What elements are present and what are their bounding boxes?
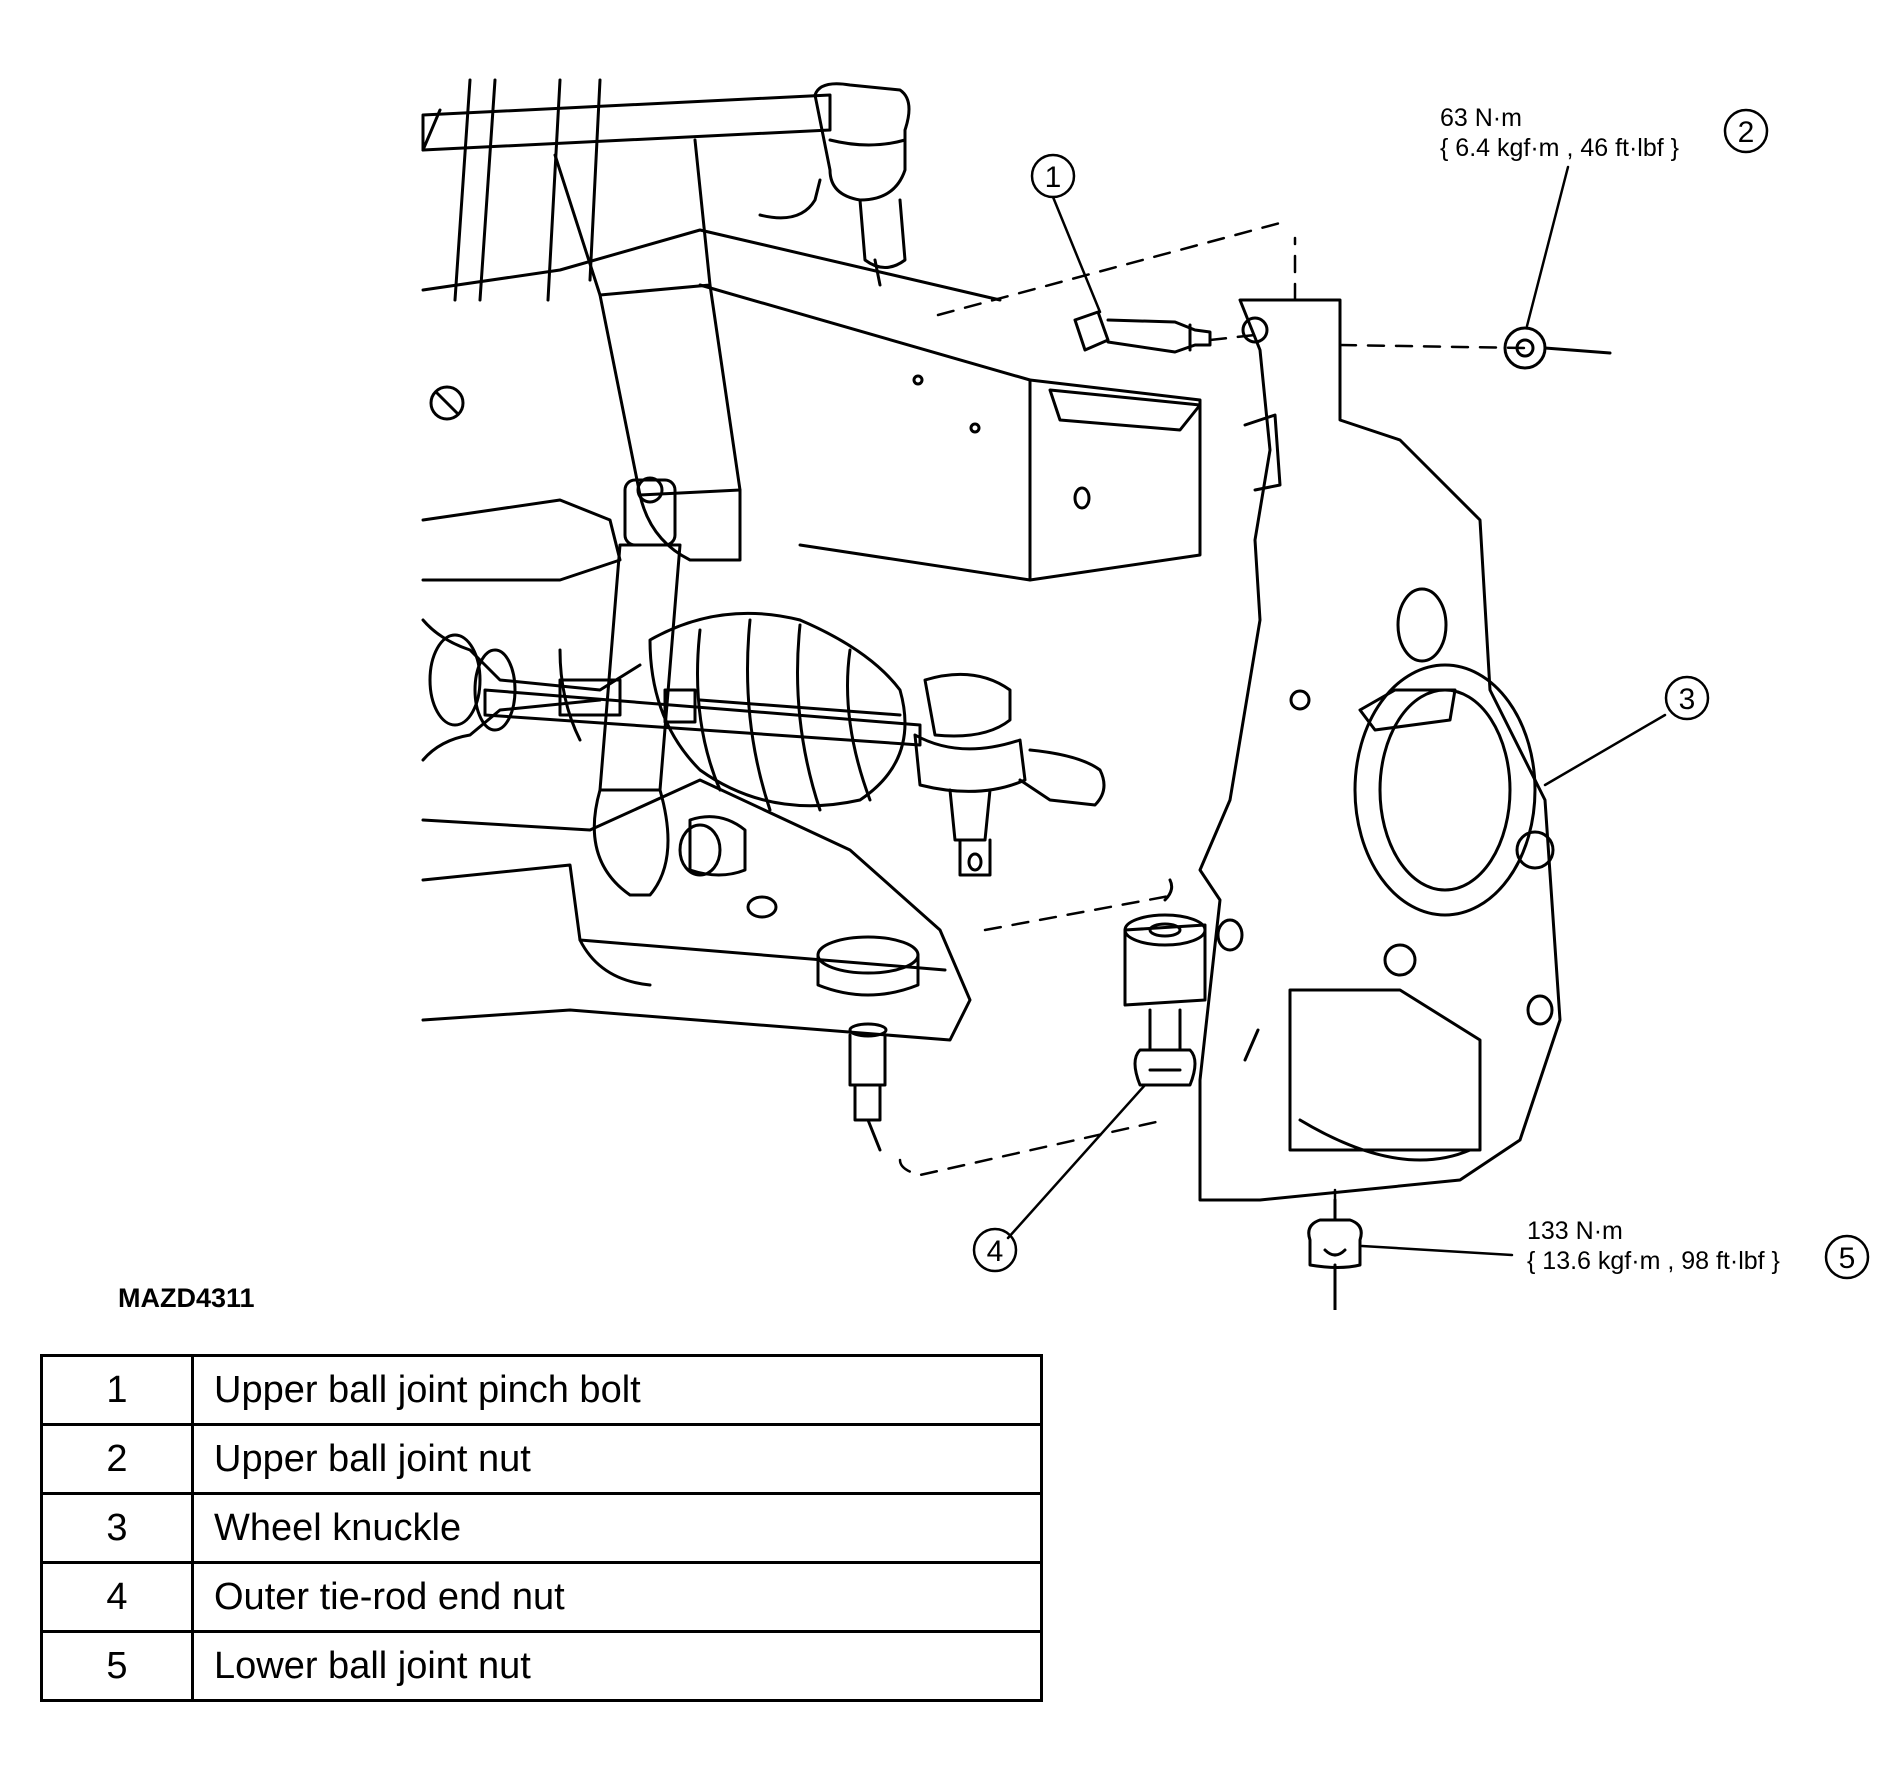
torque-spec-lower-nut: 133 N·m { 13.6 kgf·m , 98 ft·lbf } (1527, 1216, 1780, 1276)
table-row: 1 Upper ball joint pinch bolt (40, 1354, 1043, 1426)
suspension-diagram: 1 2 3 4 5 (421, 78, 1870, 1310)
legend-description: Outer tie-rod end nut (191, 1561, 1043, 1633)
callout-circles (972, 108, 1870, 1280)
legend-number: 3 (40, 1492, 194, 1564)
lower-control-arm (421, 778, 972, 1042)
callout-5-number: 5 (1839, 1242, 1856, 1275)
legend-description: Wheel knuckle (191, 1492, 1043, 1564)
knuckle-boss (1123, 878, 1207, 1087)
torque-spec-lower-nut-converted: { 13.6 kgf·m , 98 ft·lbf } (1527, 1247, 1780, 1275)
legend-number: 1 (40, 1354, 194, 1426)
legend-number: 2 (40, 1423, 194, 1495)
frame-rail (698, 283, 1202, 582)
legend-number: 4 (40, 1561, 194, 1633)
callout-1-number: 1 (1045, 161, 1062, 194)
table-row: 4 Outer tie-rod end nut (40, 1561, 1043, 1633)
callout-4-number: 4 (987, 1235, 1004, 1268)
torque-spec-lower-nut-metric: 133 N·m (1527, 1217, 1623, 1245)
figure-code: MAZD4311 (118, 1283, 255, 1313)
upper-ball-joint (758, 82, 911, 287)
mount-bolt-icon (429, 385, 465, 421)
leader-lines (1006, 165, 1667, 1257)
legend-description: Upper ball joint pinch bolt (191, 1354, 1043, 1426)
drive-shaft (421, 611, 907, 812)
torque-spec-upper-nut-metric: 63 N·m (1440, 104, 1522, 132)
shock-absorber (553, 138, 742, 562)
lower-ball-joint (816, 935, 920, 1152)
upper-control-arm (421, 78, 1002, 302)
legend-description: Lower ball joint nut (191, 1630, 1043, 1702)
lower-ball-joint-nut (1307, 1198, 1363, 1310)
table-row: 3 Wheel knuckle (40, 1492, 1043, 1564)
assembly-lines (898, 221, 1527, 1222)
outer-tie-rod-end (913, 672, 1106, 877)
legend-number: 5 (40, 1630, 194, 1702)
table-row: 5 Lower ball joint nut (40, 1630, 1043, 1702)
tie-rod (483, 678, 922, 747)
torque-spec-upper-nut: 63 N·m { 6.4 kgf·m , 46 ft·lbf } (1440, 103, 1679, 163)
wheel-knuckle (1198, 298, 1562, 1202)
legend-table: 1 Upper ball joint pinch bolt 2 Upper ba… (40, 1354, 1043, 1702)
legend-description: Upper ball joint nut (191, 1423, 1043, 1495)
callout-3-number: 3 (1679, 683, 1696, 716)
torque-spec-upper-nut-converted: { 6.4 kgf·m , 46 ft·lbf } (1440, 134, 1680, 162)
pinch-bolt (1073, 310, 1212, 354)
table-row: 2 Upper ball joint nut (40, 1423, 1043, 1495)
callout-2-number: 2 (1738, 116, 1755, 149)
